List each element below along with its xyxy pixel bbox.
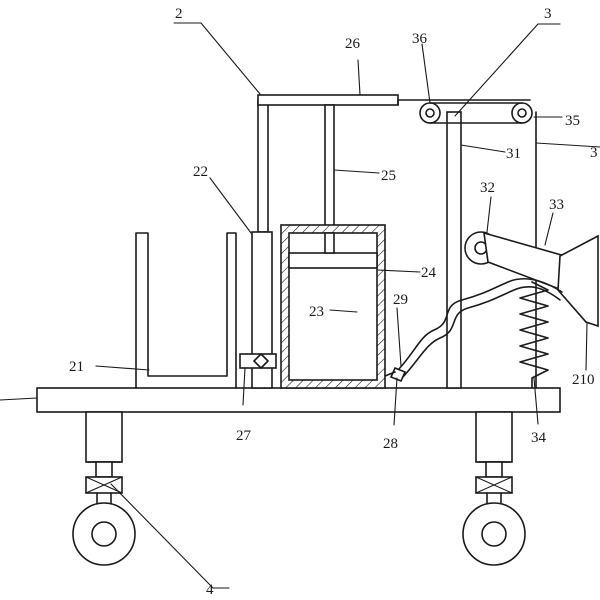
label-34: 34 xyxy=(531,430,547,446)
right-wheel-assembly xyxy=(462,411,526,566)
left-wheel xyxy=(72,502,136,566)
label-37: 3 xyxy=(590,145,598,161)
left-wheel-assembly xyxy=(72,411,136,566)
label-26: 26 xyxy=(345,36,361,52)
label-210: 210 xyxy=(572,372,595,388)
base-plate xyxy=(36,387,561,413)
label-32: 32 xyxy=(480,180,495,196)
label-36: 36 xyxy=(412,31,428,47)
pulley-35 xyxy=(511,102,533,124)
label-24: 24 xyxy=(421,265,437,281)
leader-lines xyxy=(0,22,600,589)
right-wheel xyxy=(462,502,526,566)
nozzle-210 xyxy=(557,234,599,328)
hose-nozzle-29 xyxy=(389,366,407,383)
label-31: 31 xyxy=(506,146,521,162)
label-33: 33 xyxy=(549,197,564,213)
label-27: 27 xyxy=(236,428,252,444)
right-frame-post xyxy=(446,111,462,389)
valve-27 xyxy=(239,353,277,369)
piston-plate xyxy=(288,252,378,269)
label-22: 22 xyxy=(193,164,208,180)
spring-34 xyxy=(519,281,549,389)
label-29: 29 xyxy=(393,292,408,308)
support-column xyxy=(257,99,269,233)
label-21: 21 xyxy=(69,359,84,375)
hose xyxy=(397,278,563,371)
label-3: 3 xyxy=(544,6,552,22)
label-23: 23 xyxy=(309,304,324,320)
label-25: 25 xyxy=(381,168,396,184)
label-35: 35 xyxy=(565,113,580,129)
label-2: 2 xyxy=(175,6,183,22)
cylinder xyxy=(251,231,273,389)
u-holder xyxy=(135,232,237,389)
pulley-36 xyxy=(419,102,441,124)
top-bar xyxy=(257,94,399,106)
label-28: 28 xyxy=(383,436,398,452)
label-4: 4 xyxy=(206,582,214,598)
